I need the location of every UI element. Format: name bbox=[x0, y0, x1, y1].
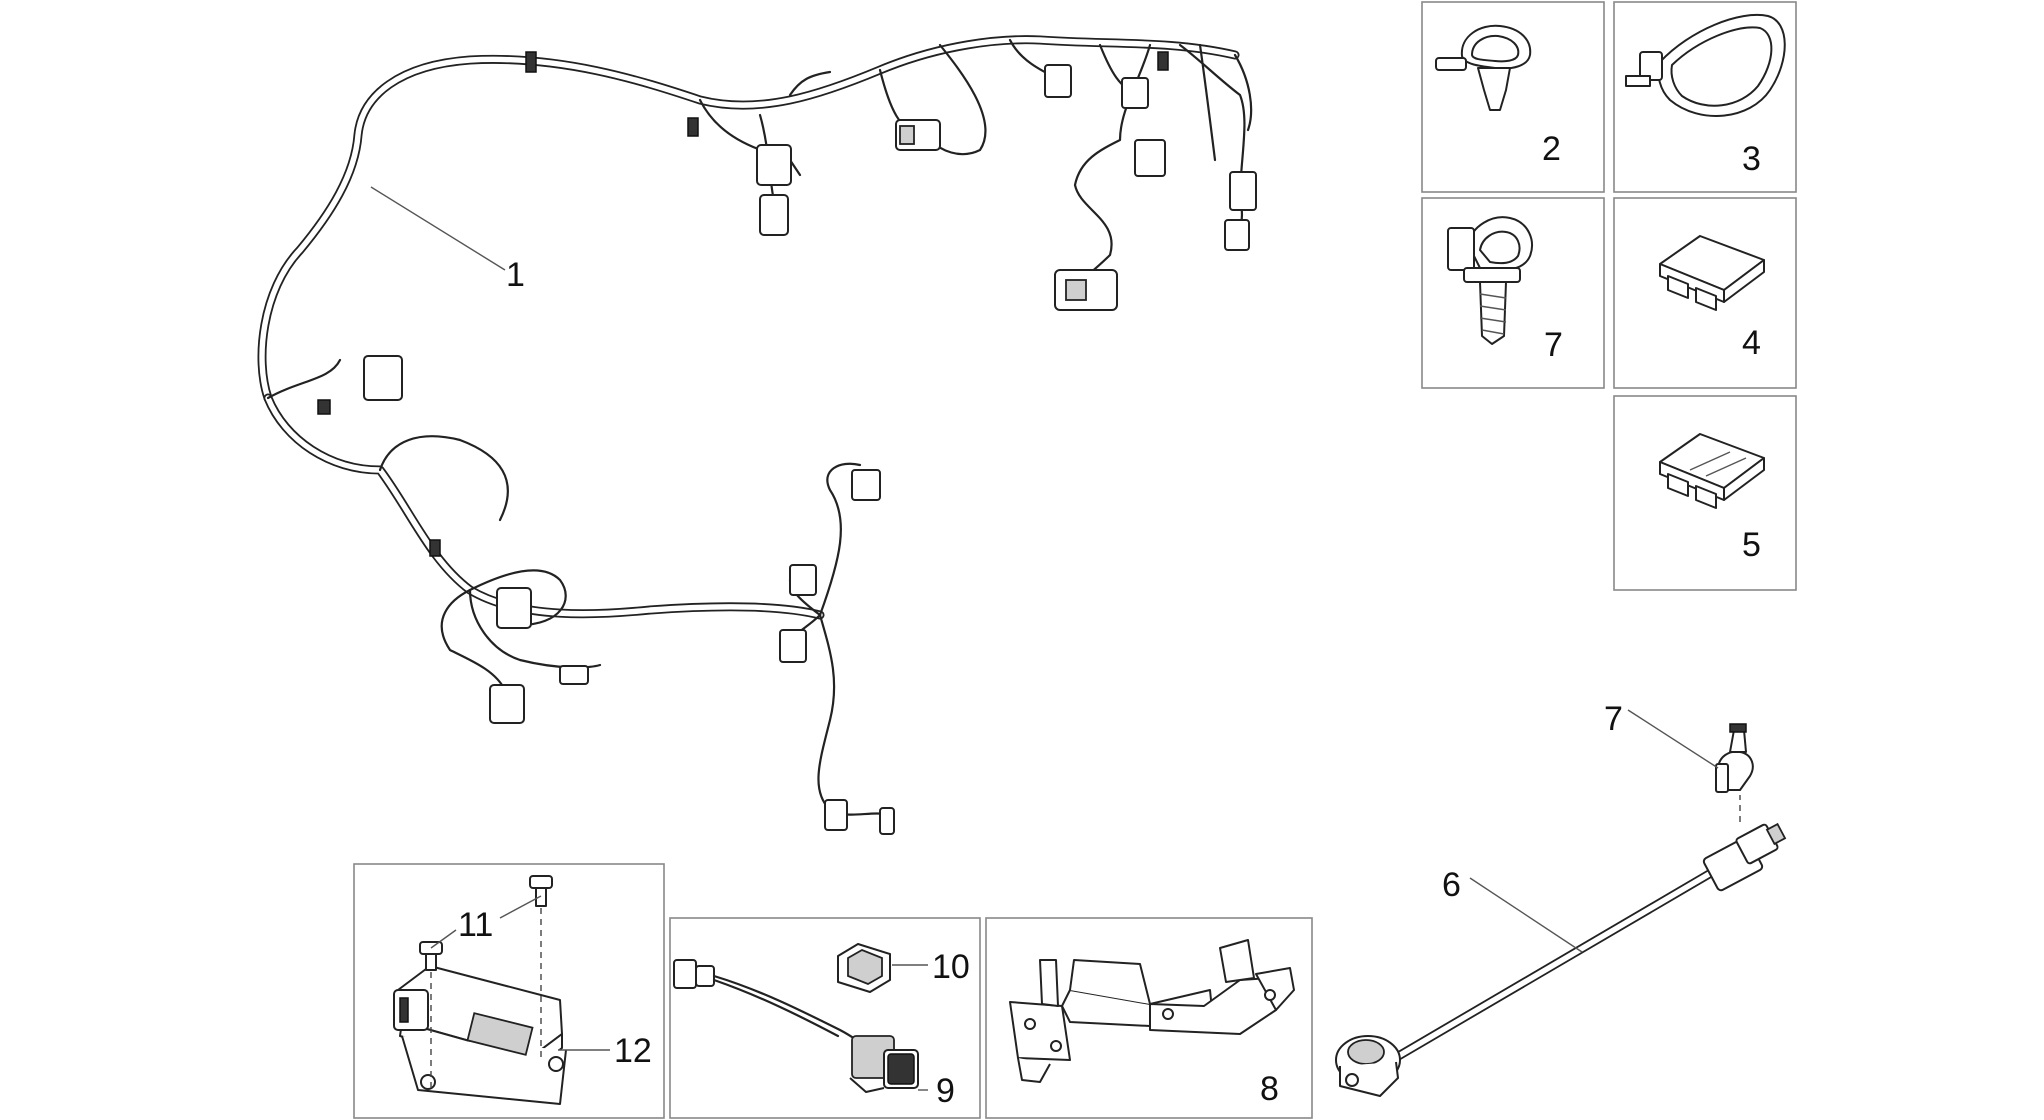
leader-line bbox=[499, 895, 542, 919]
callout-3: 3 bbox=[1742, 140, 1761, 178]
hose-clamp-clip[interactable] bbox=[1435, 24, 1532, 111]
part-box-8 bbox=[985, 917, 1313, 1119]
part-box-2 bbox=[1421, 1, 1605, 193]
leader-line bbox=[370, 186, 506, 271]
part-box-3 bbox=[1613, 1, 1797, 193]
blade-fuse[interactable] bbox=[1659, 235, 1765, 311]
callout-5: 5 bbox=[1742, 526, 1761, 564]
callout-6: 6 bbox=[1442, 866, 1461, 904]
speed-sensor-cable[interactable] bbox=[1335, 822, 1787, 1097]
callout-9: 9 bbox=[936, 1072, 955, 1110]
part-box-11-12 bbox=[353, 863, 665, 1119]
callout-1: 1 bbox=[506, 256, 525, 294]
part-box-7 bbox=[1421, 197, 1605, 389]
cable-clip[interactable] bbox=[1447, 216, 1533, 345]
part-box-4 bbox=[1613, 197, 1797, 389]
callout-12: 12 bbox=[614, 1032, 652, 1070]
callout-7: 7 bbox=[1604, 700, 1623, 738]
callout-7: 7 bbox=[1544, 326, 1563, 364]
main-wiring-harness[interactable] bbox=[257, 35, 1257, 835]
callout-11: 11 bbox=[458, 906, 493, 944]
leader-line bbox=[430, 929, 457, 949]
cable-clip[interactable] bbox=[1715, 723, 1754, 793]
leader-line bbox=[1627, 709, 1719, 769]
callout-8: 8 bbox=[1260, 1070, 1279, 1108]
part-box-9-10 bbox=[669, 917, 981, 1119]
blade-fuse[interactable] bbox=[1659, 433, 1765, 509]
screw[interactable] bbox=[419, 875, 553, 971]
leader-line bbox=[1469, 877, 1583, 953]
control-unit[interactable] bbox=[393, 965, 567, 1105]
lambda-sensor[interactable] bbox=[673, 959, 919, 1093]
mounting-bracket[interactable] bbox=[1009, 939, 1295, 1083]
callout-10: 10 bbox=[932, 948, 970, 986]
part-box-5 bbox=[1613, 395, 1797, 591]
cable-tie[interactable] bbox=[1625, 14, 1786, 117]
callout-4: 4 bbox=[1742, 324, 1761, 362]
callout-2: 2 bbox=[1542, 130, 1561, 168]
rubber-grommet[interactable] bbox=[837, 943, 891, 993]
